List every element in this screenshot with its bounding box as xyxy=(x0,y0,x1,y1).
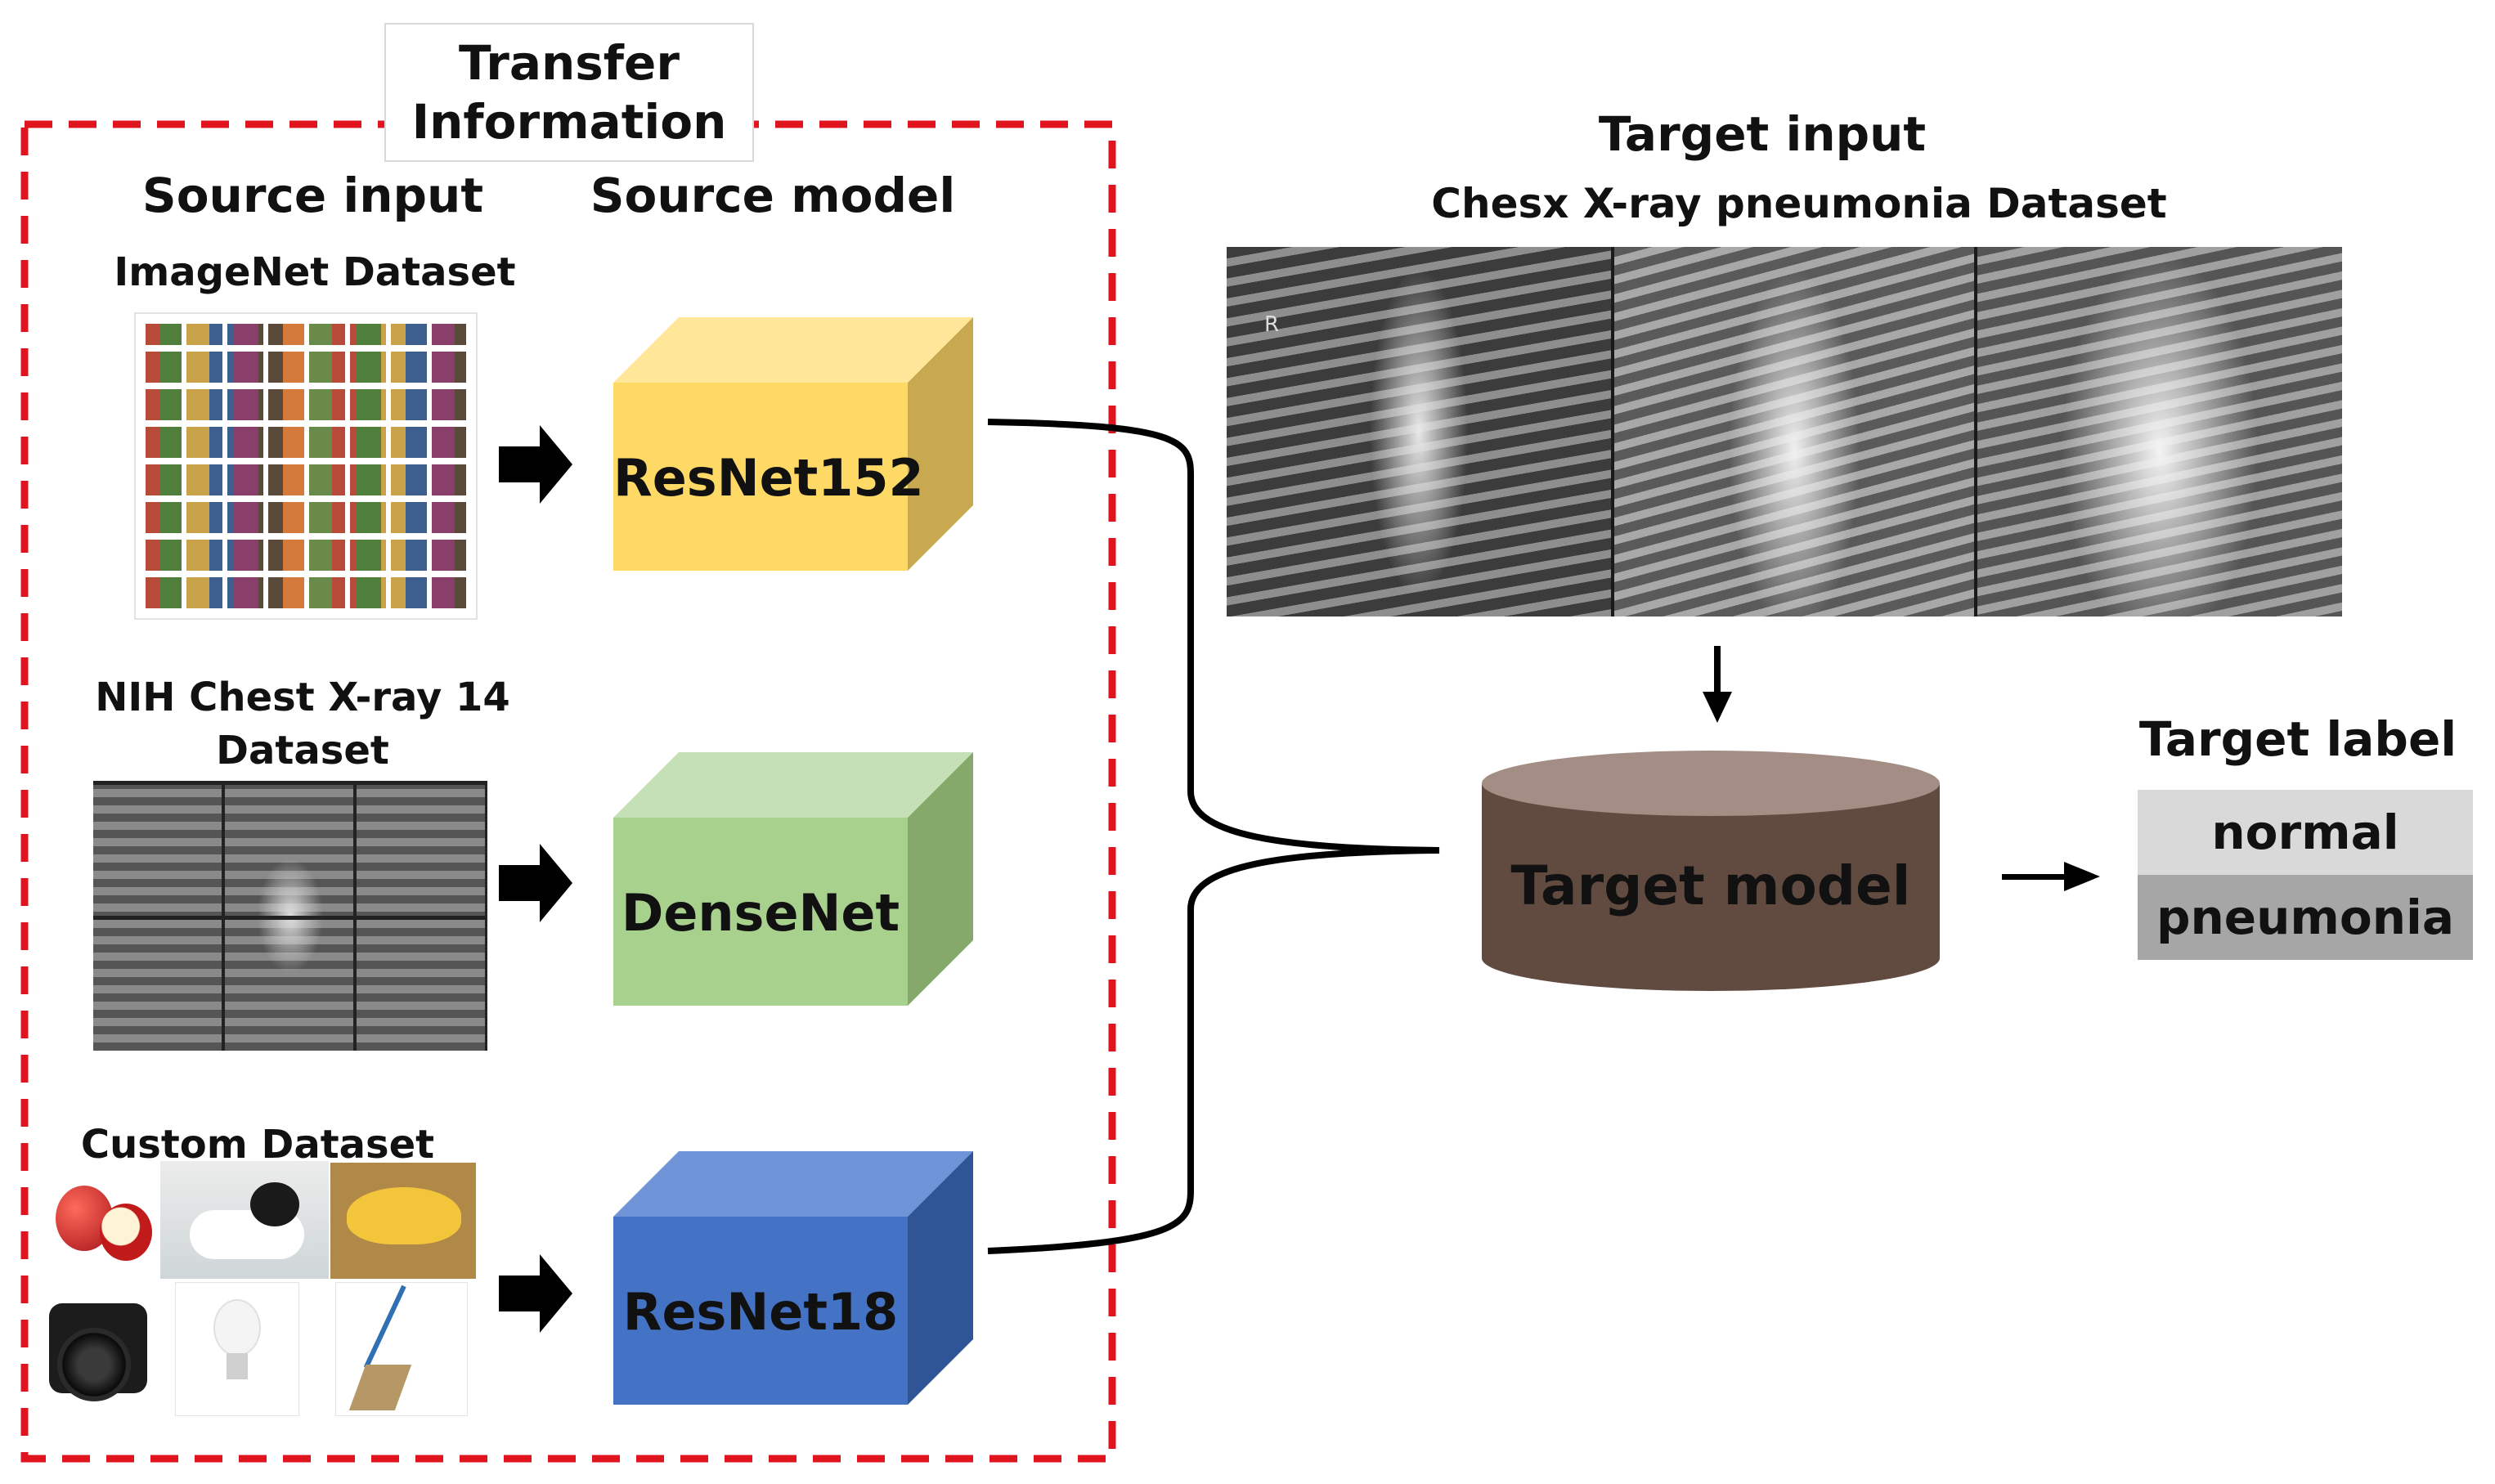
brace-connector xyxy=(987,419,1440,1254)
resnet18-cube xyxy=(613,1151,973,1405)
source-model-header: Source model xyxy=(590,168,956,223)
nih-xray-grid-cells xyxy=(93,781,487,1051)
banana-image xyxy=(330,1163,476,1279)
broom-handle xyxy=(363,1284,406,1369)
resnet152-label: ResNet152 xyxy=(613,448,924,508)
source-input-header: Source input xyxy=(141,168,484,223)
xray-panel-3 xyxy=(1977,247,2342,616)
banana-shape xyxy=(347,1187,461,1244)
densenet-label: DenseNet xyxy=(621,883,900,943)
target-model-cylinder xyxy=(1482,751,1940,991)
transfer-information-line2: Information xyxy=(411,94,727,150)
imagenet-dataset-title: ImageNet Dataset xyxy=(114,249,516,295)
custom-dataset-title: Custom Dataset xyxy=(80,1122,435,1168)
xray-panel-1 xyxy=(1227,247,1611,616)
densenet-cube xyxy=(613,752,973,1006)
nih-dataset-title-line2: Dataset xyxy=(216,728,389,773)
cat-head xyxy=(250,1182,299,1226)
lightbulb-image xyxy=(175,1282,299,1416)
target-input-title: Target input xyxy=(1598,106,1927,162)
camera-image xyxy=(41,1279,160,1415)
xray-panel-2 xyxy=(1614,247,1974,616)
broom-image xyxy=(335,1282,468,1416)
transfer-information-line1: Transfer xyxy=(459,35,680,91)
resnet152-cube xyxy=(613,317,973,571)
lightbulb-base xyxy=(227,1353,248,1379)
nih-xray-grid-image xyxy=(93,781,487,1051)
target-class-pneumonia: pneumonia xyxy=(2138,875,2473,960)
nih-dataset-title-line1: NIH Chest X-ray 14 xyxy=(95,675,510,720)
target-label-title: Target label xyxy=(2138,711,2457,767)
apple-image xyxy=(41,1161,160,1279)
target-input-subtitle: Chesx X-ray pneumonia Dataset xyxy=(1431,180,2167,227)
xray-r-marker: R xyxy=(1264,312,1280,337)
arrow-nih-to-densenet xyxy=(499,844,572,922)
arrow-custom-to-resnet18 xyxy=(499,1254,572,1333)
imagenet-mosaic-image xyxy=(134,312,478,620)
resnet18-label: ResNet18 xyxy=(622,1282,899,1342)
imagenet-mosaic-columns xyxy=(146,324,466,608)
arrow-model-to-label xyxy=(2002,862,2100,891)
pneumonia-xray-strip: R xyxy=(1227,247,2342,616)
target-model-label: Target model xyxy=(1510,854,1911,917)
transfer-information-box: Transfer Information xyxy=(384,23,754,162)
arrow-imagenet-to-resnet152 xyxy=(499,425,572,504)
cat-image xyxy=(160,1161,329,1279)
apple-shape-2 xyxy=(100,1204,152,1261)
arrow-target-input-to-model xyxy=(1703,646,1732,723)
broom-head xyxy=(348,1365,412,1410)
target-class-normal: normal xyxy=(2138,790,2473,875)
lightbulb-shape xyxy=(215,1301,259,1355)
camera-lens xyxy=(57,1328,131,1401)
